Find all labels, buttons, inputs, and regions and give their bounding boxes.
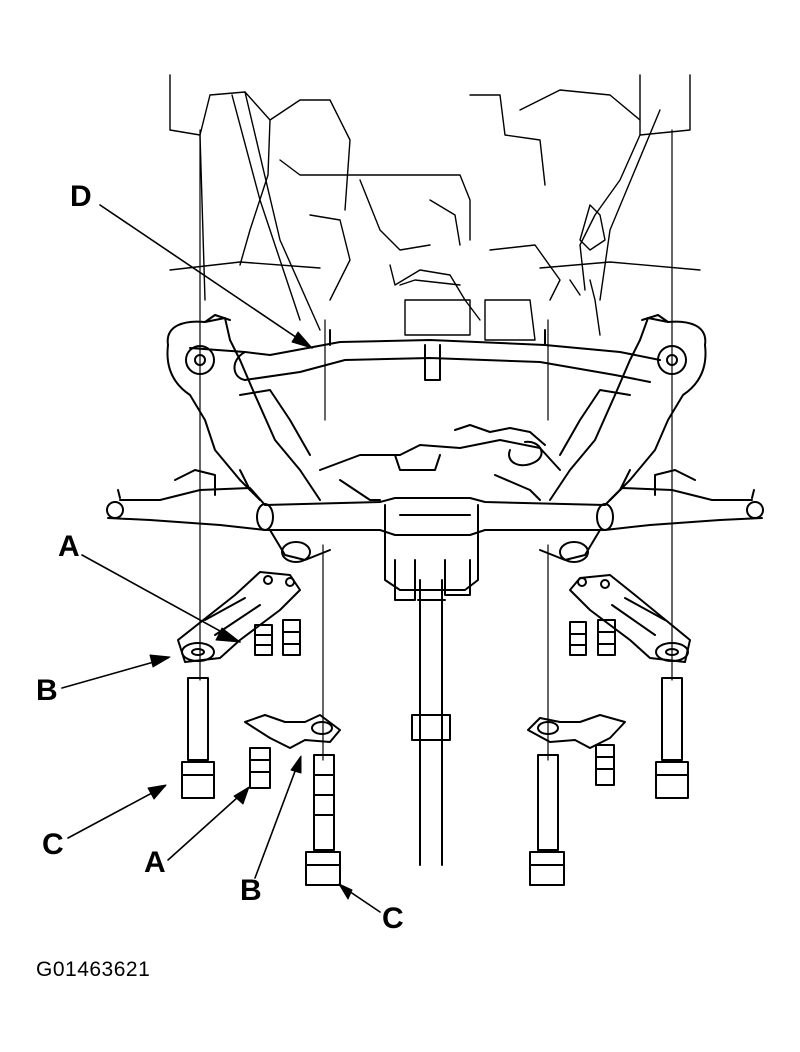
callout-b-bottom: B [240,874,262,907]
differential [319,424,561,501]
callout-a-left: A [58,530,80,563]
leader-a-bottom [167,787,249,861]
callout-c-left: C [42,828,64,861]
leader-a-left [81,554,241,643]
callout-c-bottom: C [382,902,404,935]
right-lower-arm [539,469,764,563]
right-bracket-b [569,574,691,663]
callout-d: D [70,180,92,213]
figure-id: G01463621 [36,958,151,981]
lower-small-brackets [244,714,626,749]
arrowheads [147,331,353,900]
left-bracket-b [177,571,301,663]
leader-b-left [61,657,169,689]
arrowhead-c-left [147,784,167,800]
arrowhead-b-bottom [290,755,302,774]
leader-d [99,204,313,349]
long-bolts-center [305,754,565,886]
alignment-lines [199,129,673,761]
body-outline [169,74,701,341]
lower-cross-member [256,497,614,601]
leader-c-left [67,785,166,839]
leader-b-bottom [254,757,301,879]
bracket-nuts-upper [254,619,616,656]
arrowhead-a-left [215,627,241,643]
arrowhead-c-bottom [338,883,353,900]
long-bolts-outer [181,677,689,799]
callout-b-left: B [36,674,58,707]
arrowhead-b-left [149,654,171,668]
drive-shaft [411,579,451,866]
left-upper-arm [166,314,321,501]
callout-a-bottom: A [144,846,166,879]
lower-nuts [249,744,615,789]
cross-member-d [189,329,661,383]
left-lower-arm [106,469,331,563]
leader-lines [61,204,381,913]
arrowhead-d [291,331,313,349]
arrowhead-a-bottom [233,786,250,805]
right-upper-arm [549,314,707,501]
